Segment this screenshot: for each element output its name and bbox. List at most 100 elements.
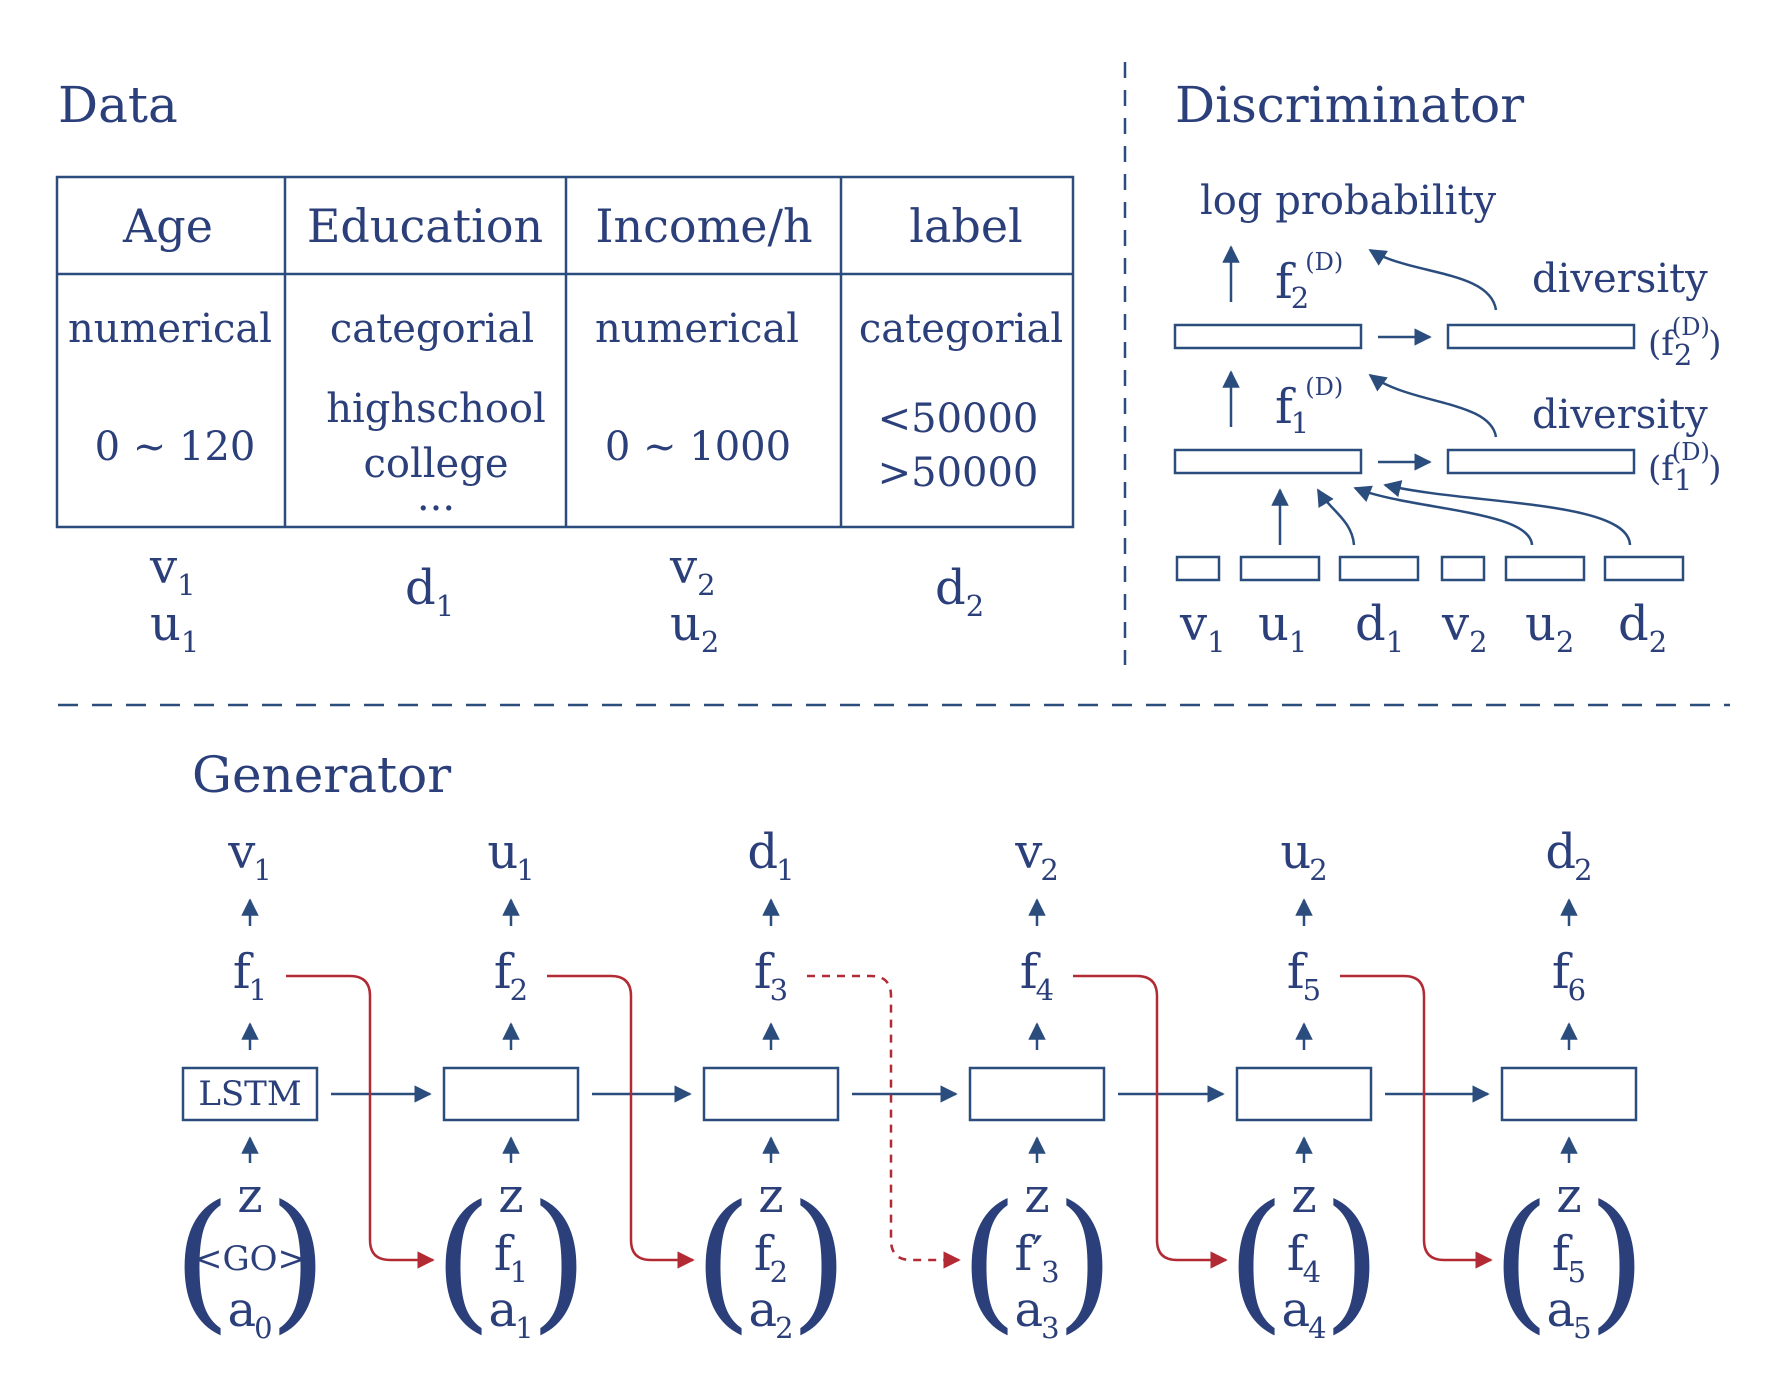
gen-output-4: v2	[1014, 824, 1059, 887]
input-paren-left-3: (	[694, 1174, 753, 1348]
input-paren-right-3: )	[790, 1174, 849, 1348]
discriminator-layer-1: f1(D) diversity (f(D)1)	[1173, 370, 1722, 497]
input-paren-left-1: (	[173, 1174, 232, 1348]
gen-input-f-6: f5	[1552, 1226, 1586, 1289]
gen-input-z-5: z	[1291, 1168, 1316, 1224]
gen-input-z-2: z	[498, 1168, 523, 1224]
header-education: Education	[307, 199, 543, 253]
data-table: Age Education Income/h label numerical c…	[55, 175, 1075, 529]
generator-steps: v1f1LSTM()z<GO>a0u1f2()zf1a1d1f3()zf2a2v…	[173, 824, 1647, 1348]
f1d-diversity-label: (f(D)1)	[1648, 438, 1722, 497]
gen-f-1: f1	[233, 944, 267, 1007]
type-education: categorial	[330, 306, 534, 352]
feedback-arrow-1	[286, 974, 435, 1269]
gen-input-f-2: f1	[494, 1226, 528, 1289]
gen-f-6: f6	[1552, 944, 1586, 1007]
input-box-v1	[1175, 555, 1221, 582]
input-box-d1	[1338, 555, 1420, 582]
input-paren-right-6: )	[1588, 1174, 1647, 1348]
gen-output-6: d2	[1545, 824, 1592, 887]
type-age: numerical	[68, 306, 272, 352]
diversity-label-1: diversity	[1532, 392, 1708, 438]
var-d1: d1	[405, 560, 454, 623]
input-paren-left-5: (	[1227, 1174, 1286, 1348]
gen-input-z-1: z	[237, 1168, 262, 1224]
lstm-cell-1	[181, 1066, 319, 1122]
feedback-arrow-4	[1073, 974, 1228, 1269]
discriminator-title: Discriminator	[1175, 76, 1524, 134]
input-paren-right-1: )	[269, 1174, 328, 1348]
lstm-cell-6	[1500, 1066, 1638, 1122]
disc-input-u2: u2	[1525, 596, 1574, 659]
gen-input-a-5: a4	[1281, 1282, 1326, 1345]
gen-input-a-2: a1	[488, 1282, 533, 1345]
data-title: Data	[58, 76, 178, 134]
gen-output-2: u1	[487, 824, 534, 887]
disc-input-d1: d1	[1355, 596, 1404, 659]
discriminator-inputs: v1 u1 d1 v2 u2 d2	[1175, 480, 1685, 659]
disc-input-d2: d2	[1618, 596, 1667, 659]
type-label: categorial	[859, 306, 1063, 352]
header-income: Income/h	[595, 199, 812, 253]
disc-input-v2: v2	[1441, 596, 1488, 659]
f1d-diversity-box	[1446, 448, 1636, 475]
lstm-cell-label: LSTM	[198, 1074, 301, 1114]
feedback-arrow-dashed-3	[807, 974, 961, 1269]
input-arrow-d2	[1383, 480, 1632, 546]
input-arrow-d1	[1316, 488, 1356, 546]
gen-input-a-1: a0	[227, 1282, 272, 1345]
gen-input-z-3: z	[758, 1168, 783, 1224]
f2d-diversity-box	[1446, 323, 1636, 350]
data-column-vars: v1 u1 d1 v2 u2 d2	[149, 539, 984, 659]
f1d-layer-box	[1173, 448, 1363, 475]
input-box-v2	[1440, 555, 1486, 582]
gen-f-2: f2	[494, 944, 528, 1007]
var-u2: u2	[670, 596, 719, 659]
range-education-1: highschool	[326, 386, 546, 432]
diversity-arrow-1	[1368, 373, 1498, 438]
input-box-u2	[1504, 555, 1586, 582]
gen-input-a-6: a5	[1546, 1282, 1591, 1345]
gen-input-f-4: f′3	[1014, 1226, 1059, 1289]
discriminator-layer-2: f2(D) diversity (f(D)2)	[1173, 245, 1722, 372]
range-education-3: ...	[417, 474, 455, 520]
feedback-arrow-5	[1340, 974, 1493, 1269]
input-paren-left-4: (	[960, 1174, 1019, 1348]
gen-input-f-5: f4	[1287, 1226, 1321, 1289]
range-label-1: <50000	[878, 396, 1039, 442]
diversity-arrow-2	[1368, 248, 1498, 311]
gen-input-a-4: a3	[1014, 1282, 1059, 1345]
var-u1: u1	[150, 596, 199, 659]
range-age: 0 ~ 120	[95, 424, 256, 470]
log-probability-label: log probability	[1200, 178, 1497, 224]
gen-input-z-6: z	[1556, 1168, 1581, 1224]
f2d-layer-box	[1173, 323, 1363, 350]
input-paren-right-4: )	[1056, 1174, 1115, 1348]
header-age: Age	[122, 199, 213, 253]
feedback-arrow-2	[547, 974, 695, 1269]
var-v1: v1	[149, 539, 196, 602]
gen-input-z-4: z	[1024, 1168, 1049, 1224]
gen-output-1: v1	[227, 824, 272, 887]
range-income: 0 ~ 1000	[605, 424, 791, 470]
var-d2: d2	[935, 560, 984, 623]
gen-f-5: f5	[1287, 944, 1321, 1007]
f2d-label: f2(D)	[1275, 248, 1343, 315]
gen-input-a-3: a2	[748, 1282, 793, 1345]
gen-f-3: f3	[754, 944, 788, 1007]
input-box-d2	[1603, 555, 1685, 582]
type-income: numerical	[595, 306, 799, 352]
generator-title: Generator	[192, 746, 451, 804]
input-paren-left-2: (	[434, 1174, 493, 1348]
gen-input-go: <GO>	[194, 1239, 306, 1279]
gen-output-3: d1	[747, 824, 794, 887]
disc-input-u1: u1	[1258, 596, 1307, 659]
gen-input-f-3: f2	[754, 1226, 788, 1289]
lstm-cell-4	[968, 1066, 1106, 1122]
header-label: label	[909, 199, 1023, 253]
f1d-label: f1(D)	[1275, 373, 1343, 440]
input-box-u1	[1239, 555, 1321, 582]
input-paren-left-6: (	[1492, 1174, 1551, 1348]
gen-output-5: u2	[1280, 824, 1327, 887]
